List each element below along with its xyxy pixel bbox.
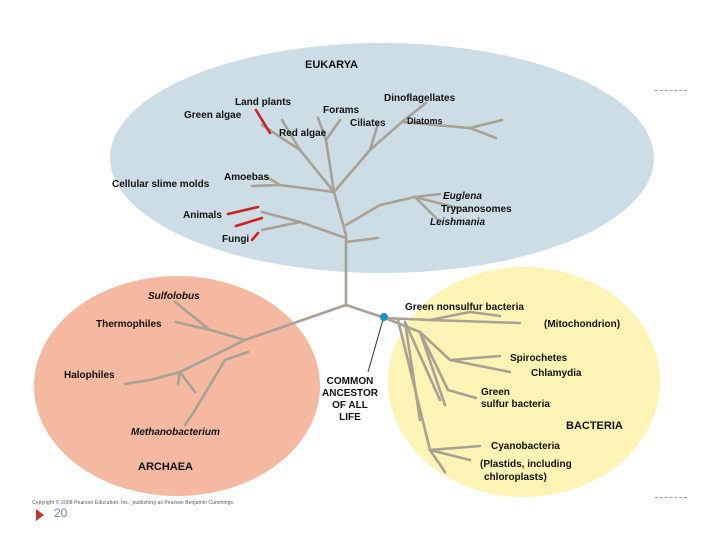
- taxon-red-algae: Red algae: [279, 128, 327, 139]
- taxon-trypanosomes: Trypanosomes: [441, 204, 512, 215]
- taxon-land-plants: Land plants: [235, 97, 292, 108]
- archaea-branches: [123, 300, 348, 427]
- common-ancestor-label: COMMON ANCESTOR OF ALL LIFE: [322, 376, 379, 423]
- taxon-animals: Animals: [183, 210, 222, 221]
- taxon-chlamydia: Chlamydia: [531, 368, 582, 379]
- taxon-mitochondrion: (Mitochondrion): [544, 319, 620, 330]
- ancestor-line-3: OF ALL: [332, 400, 368, 411]
- taxon-plastids-line2: chloroplasts): [484, 472, 547, 483]
- taxon-euglena: Euglena: [443, 191, 482, 202]
- archaea-region: [34, 276, 320, 496]
- taxon-green-sulfur-line1: Green: [481, 387, 510, 398]
- eukarya-region: [110, 43, 654, 273]
- page-marker-icon: [36, 509, 44, 521]
- taxon-leishmania: Leishmania: [430, 217, 485, 228]
- taxon-cellular-slime-molds: Cellular slime molds: [112, 179, 210, 190]
- taxon-amoebas: Amoebas: [224, 172, 269, 183]
- taxon-diatoms: Diatoms: [407, 116, 443, 126]
- bacteria-region: [388, 267, 660, 497]
- ancestor-line-1: COMMON: [327, 376, 374, 387]
- ancestor-pointer-line: [367, 315, 385, 373]
- decorative-dash-bottom: [655, 497, 687, 498]
- domain-label-archaea: ARCHAEA: [138, 461, 193, 473]
- eukarya-branches: [226, 101, 504, 307]
- taxon-dinoflagellates: Dinoflagellates: [384, 93, 456, 104]
- common-ancestor-dot: [380, 313, 388, 321]
- taxon-methanobacterium: Methanobacterium: [131, 427, 220, 438]
- bacteria-branches: [344, 303, 522, 474]
- page-number: 20: [54, 506, 68, 520]
- taxon-thermophiles: Thermophiles: [96, 319, 162, 330]
- ancestor-line-2: ANCESTOR: [322, 388, 379, 399]
- taxon-plastids-line1: (Plastids, including: [480, 459, 572, 470]
- taxon-spirochetes: Spirochetes: [510, 353, 568, 364]
- copyright-notice: Copyright © 2008 Pearson Education, Inc.…: [32, 500, 235, 506]
- decorative-dash-top: [655, 90, 687, 91]
- domain-label-eukarya: EUKARYA: [305, 59, 358, 71]
- taxon-forams: Forams: [323, 105, 360, 116]
- taxon-sulfolobus: Sulfolobus: [148, 291, 200, 302]
- taxon-cyanobacteria: Cyanobacteria: [491, 441, 560, 452]
- taxon-ciliates: Ciliates: [350, 118, 386, 129]
- domain-label-bacteria: BACTERIA: [566, 420, 623, 432]
- taxon-green-nonsulfur-bacteria: Green nonsulfur bacteria: [405, 302, 524, 313]
- taxon-green-sulfur-line2: sulfur bacteria: [481, 399, 550, 410]
- ancestor-line-4: LIFE: [339, 412, 361, 423]
- taxon-green-algae: Green algae: [184, 110, 242, 121]
- taxon-fungi: Fungi: [222, 234, 249, 245]
- taxon-halophiles: Halophiles: [64, 370, 115, 381]
